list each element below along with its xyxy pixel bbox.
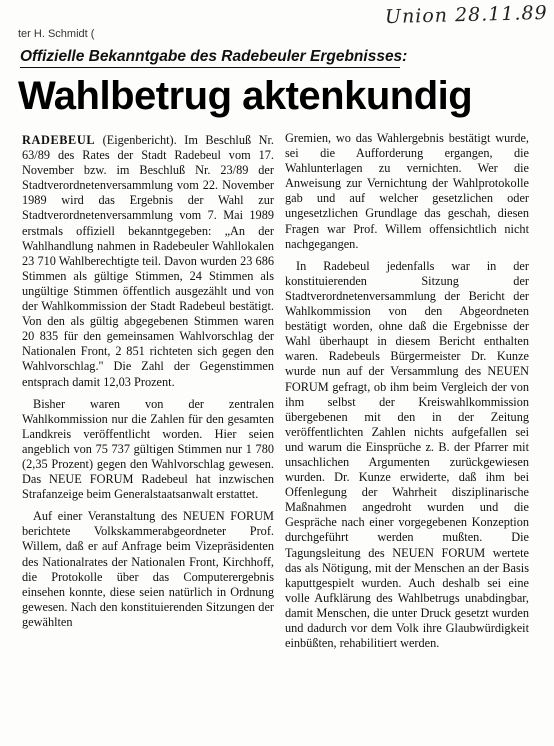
- article-kicker: Offizielle Bekanntgabe des Radebeuler Er…: [20, 48, 408, 65]
- article-column-left: RADEBEUL (Eigenbericht). Im Beschluß Nr.…: [22, 133, 274, 630]
- dateline: RADEBEUL: [22, 133, 96, 147]
- kicker-underline: [20, 67, 400, 68]
- header-strip-text: ter H. Schmidt (: [18, 28, 95, 40]
- article-paragraph: Auf einer Veranstaltung des NEUEN FORUM …: [22, 509, 274, 629]
- handwritten-date-note: Union 28.11.89: [384, 1, 548, 29]
- article-headline: Wahlbetrug aktenkundig: [18, 74, 473, 118]
- paragraph-text: (Eigenbericht). Im Beschluß Nr. 63/89 de…: [22, 133, 275, 389]
- article-column-right: Gremien, wo das Wahlergebnis bestätigt w…: [285, 131, 529, 651]
- article-paragraph: RADEBEUL (Eigenbericht). Im Beschluß Nr.…: [22, 133, 274, 390]
- article-paragraph: In Radebeul jedenfalls war in der konsti…: [285, 258, 529, 651]
- article-paragraph: Bisher waren von der zentralen Wahlkommi…: [22, 396, 274, 502]
- article-paragraph: Gremien, wo das Wahlergebnis bestätigt w…: [285, 131, 529, 251]
